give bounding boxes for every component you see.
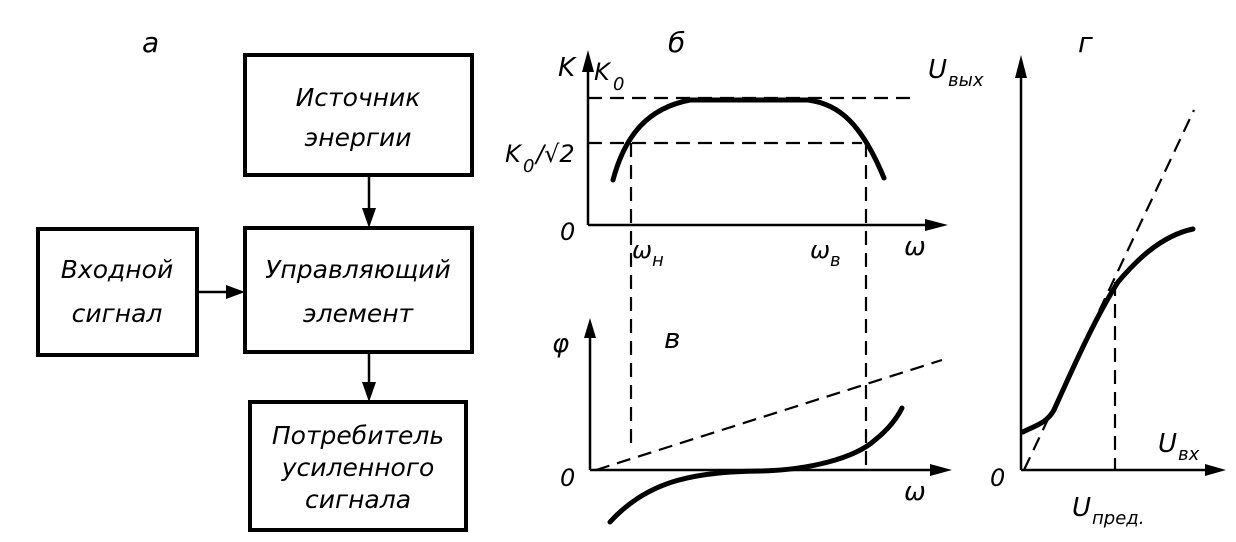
arrow-source-to-control [362, 175, 376, 228]
svg-text:0: 0 [613, 74, 624, 95]
block-energy-source-line1: Источник [296, 83, 421, 112]
graph-b-axes [582, 50, 948, 231]
svg-text:0: 0 [523, 156, 534, 177]
block-energy-source-line2: энергии [305, 123, 412, 152]
block-consumer-line1: Потребитель [272, 421, 444, 450]
block-input-signal-line1: Входной [61, 255, 173, 284]
graph-g-u-pred-label: U пред. [1072, 493, 1144, 529]
svg-text:ω: ω [632, 236, 652, 264]
block-control-element-line2: элемент [303, 299, 415, 328]
panel-label-b: б [668, 26, 685, 59]
svg-text:вых: вых [948, 70, 984, 91]
graph-v-phase-curve [607, 405, 905, 525]
svg-text:U: U [928, 55, 947, 85]
svg-text:U: U [1158, 429, 1177, 459]
graph-b-k0-sqrt2-label: K 0 /√2 [505, 140, 575, 177]
graph-b-x-axis-label: ω [904, 232, 926, 262]
graph-b-omega-n-label: ω н [632, 236, 664, 271]
graph-v-linear-phase-dashed-line [595, 358, 943, 472]
block-input-signal-line2: сигнал [72, 299, 163, 328]
svg-text:/√2: /√2 [534, 140, 575, 168]
graph-b-omega-v-label: ω в [810, 236, 841, 271]
arrow-input-to-control [197, 285, 245, 299]
graph-b-y-axis-label: K [558, 53, 577, 83]
graph-v-axes [584, 318, 952, 476]
svg-text:K: K [594, 58, 612, 86]
svg-text:н: н [652, 250, 664, 271]
block-consumer-line3: сигнала [305, 485, 411, 514]
block-control-element-line1: Управляющий [265, 255, 451, 284]
block-consumer-line2: усиленного [281, 453, 435, 482]
panel-label-v: в [664, 322, 681, 355]
graph-v-origin-label: 0 [560, 464, 575, 492]
svg-text:в: в [830, 250, 841, 271]
graph-g-x-axis-label: U вх [1158, 429, 1200, 465]
svg-text:вх: вх [1178, 444, 1200, 465]
block-energy-source: Источник энергии [243, 53, 474, 177]
graph-b-k0-label: K 0 [594, 58, 624, 95]
block-control-element: Управляющий элемент [243, 226, 474, 354]
graph-v-y-axis-label: φ [552, 329, 569, 359]
svg-text:пред.: пред. [1092, 508, 1144, 529]
panel-label-g: г [1078, 26, 1093, 59]
block-input-signal: Входной сигнал [36, 227, 199, 357]
svg-text:ω: ω [810, 236, 830, 264]
graph-g-amplitude-curve [1020, 226, 1196, 435]
svg-text:K: K [505, 140, 523, 168]
graph-v-x-axis-label: ω [904, 477, 926, 507]
svg-text:U: U [1072, 493, 1091, 523]
panel-label-a: а [142, 26, 159, 59]
arrow-control-to-consumer [362, 352, 376, 402]
graph-g-origin-label: 0 [990, 464, 1005, 492]
graph-b-origin-label: 0 [560, 218, 575, 246]
graph-b-frequency-response-curve [610, 97, 887, 183]
graph-g-y-axis-label: U вых [928, 55, 984, 91]
block-consumer: Потребитель усиленного сигнала [248, 400, 468, 532]
